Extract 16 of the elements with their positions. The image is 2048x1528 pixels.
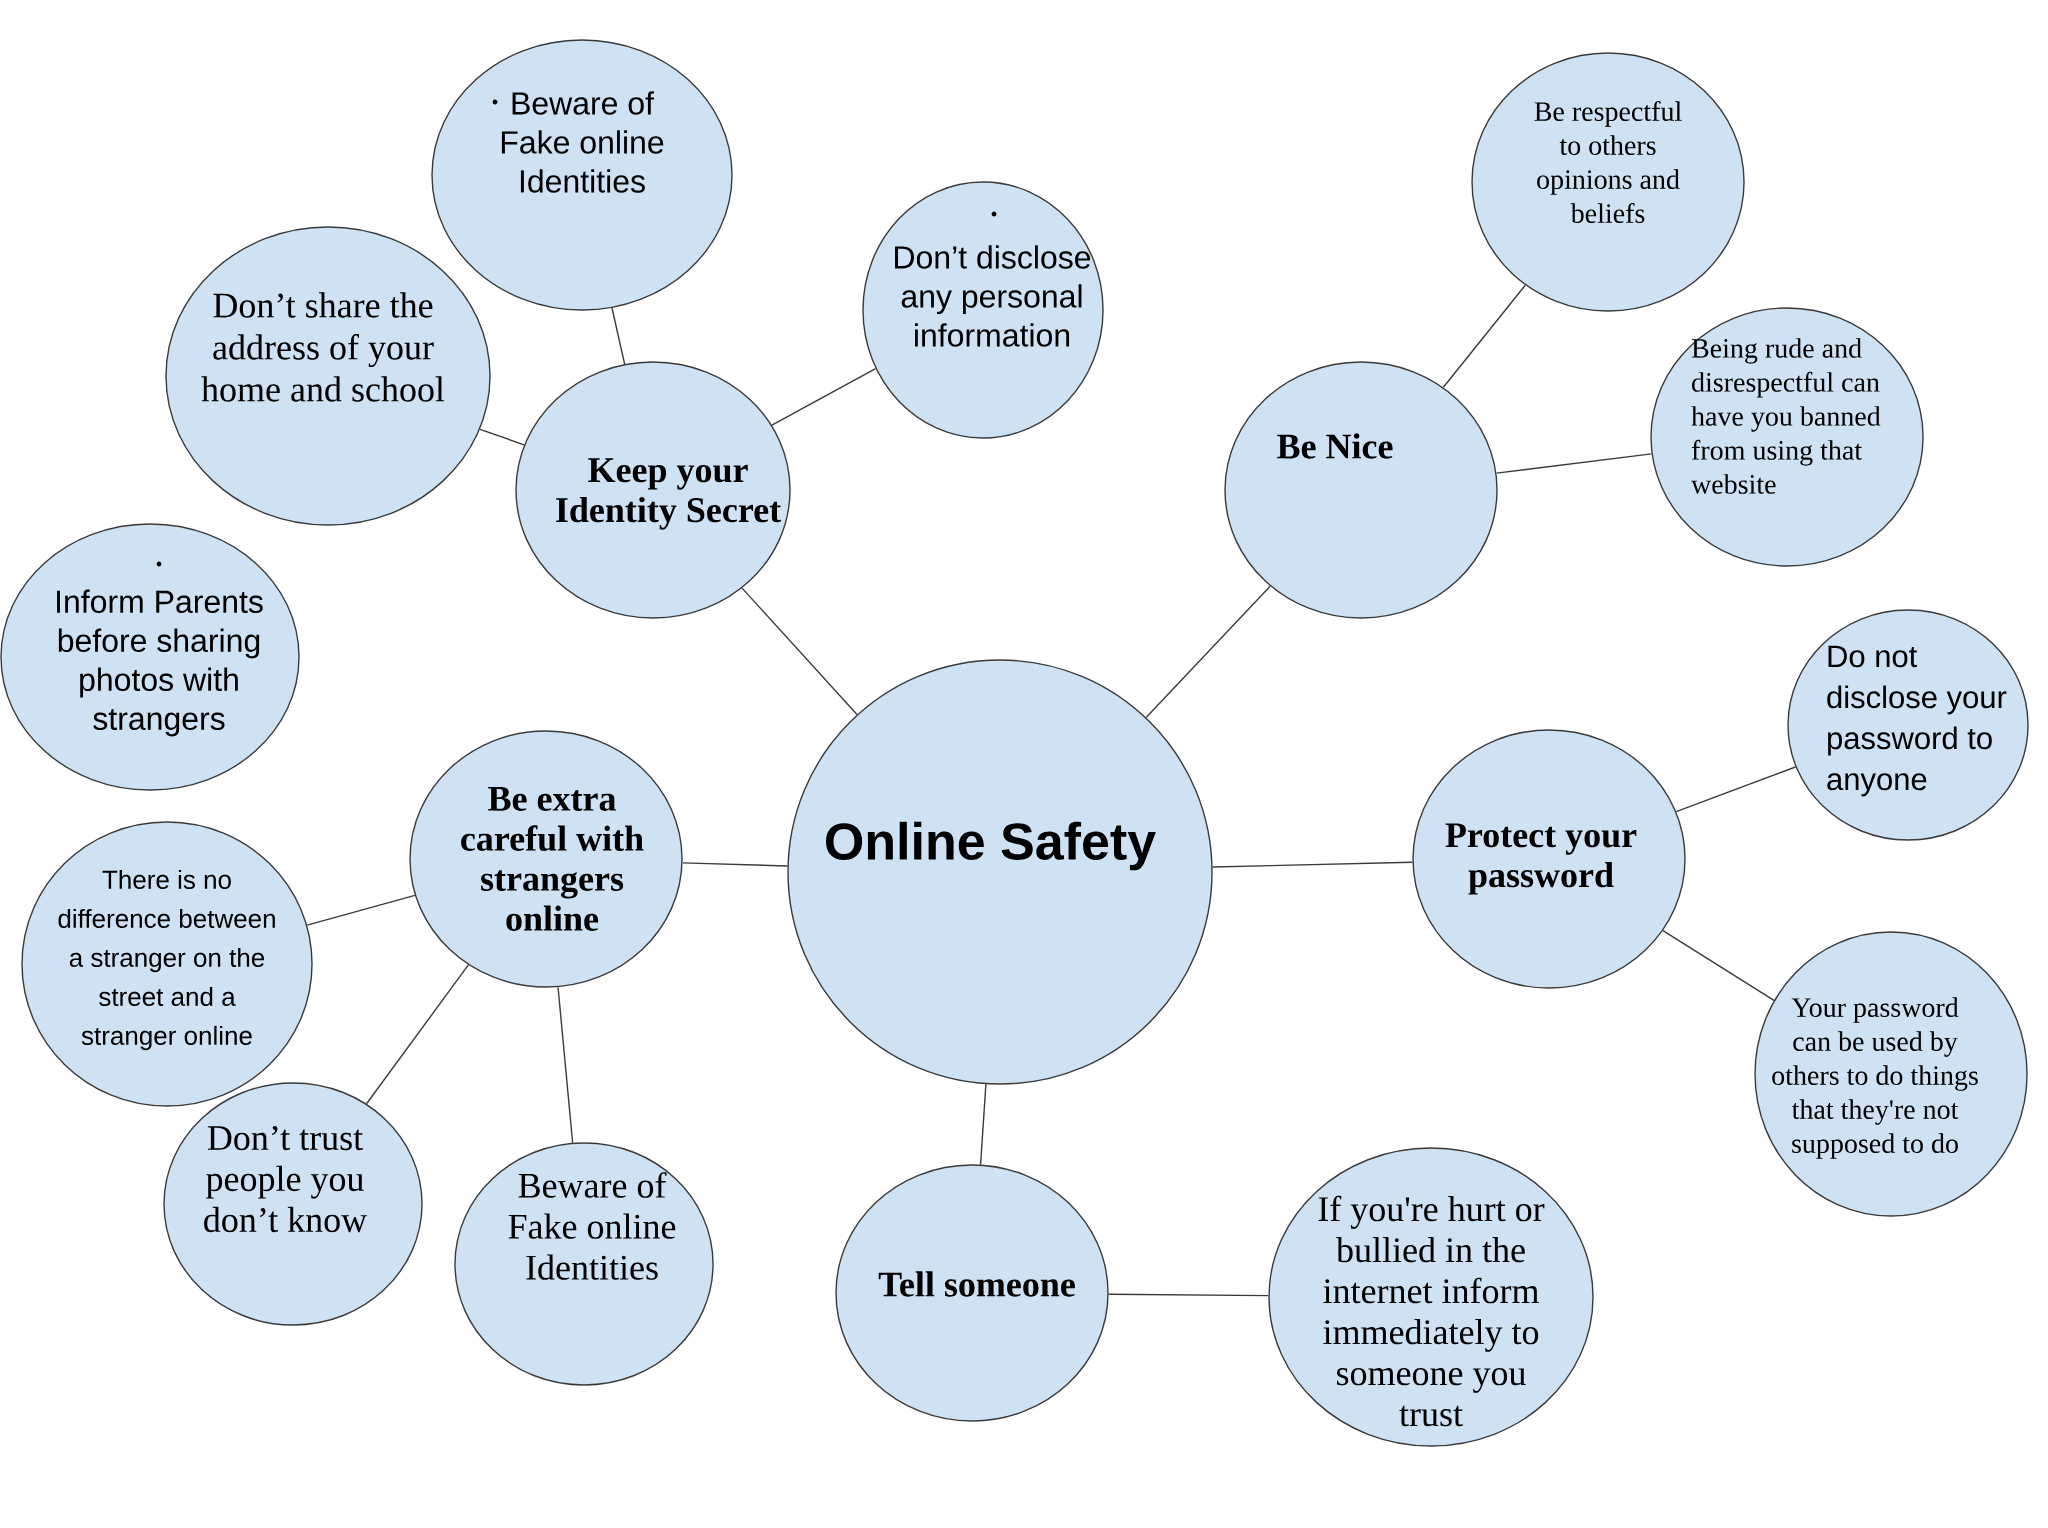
connector-line xyxy=(1211,861,1414,868)
connector-line xyxy=(741,587,858,716)
connector-line xyxy=(479,428,525,446)
connector-line xyxy=(611,307,626,365)
connector-line xyxy=(306,894,416,926)
connector-line xyxy=(1662,929,1775,1002)
connector-line xyxy=(1495,453,1653,474)
connector-line xyxy=(557,986,574,1144)
connector-line xyxy=(1108,1293,1270,1297)
connector-line xyxy=(365,964,470,1105)
connector-line xyxy=(681,862,789,867)
connector-line xyxy=(771,367,877,426)
connector-line xyxy=(1675,766,1797,813)
connector-line xyxy=(979,1083,987,1166)
connector-line xyxy=(1145,585,1271,719)
connector-line xyxy=(1442,284,1526,388)
